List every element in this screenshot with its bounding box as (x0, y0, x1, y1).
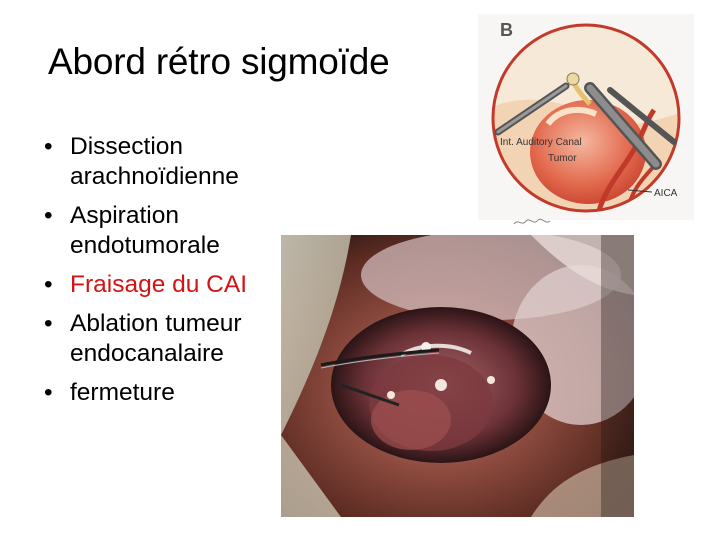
bullet-text: Fraisage du CAI (70, 271, 248, 298)
bullet-dot: • (44, 310, 53, 337)
label-tumor: Tumor (548, 153, 577, 164)
label-artery: AICA (654, 188, 678, 199)
bullet-item: • Dissection arachnoïdienne (44, 132, 284, 192)
illustration-caption-mark (512, 215, 552, 229)
bullet-item: • Aspiration endotumorale (44, 201, 284, 261)
anatomy-illustration: B Int. Auditory Canal Tumor AICA (478, 14, 694, 220)
bullet-text: Dissection arachnoïdienne (70, 133, 239, 190)
bullet-item: • fermeture (44, 378, 284, 408)
intraoperative-photo-drawing (281, 235, 634, 517)
bullet-text: Aspiration endotumorale (70, 202, 220, 259)
bullet-list: • Dissection arachnoïdienne • Aspiration e… (44, 132, 284, 417)
bullet-text: fermeture (70, 379, 175, 406)
bullet-dot: • (44, 133, 53, 160)
bullet-dot: • (44, 202, 53, 229)
bullet-item: • Ablation tumeur endocanalaire (44, 309, 284, 369)
panel-letter: B (500, 20, 513, 40)
anatomy-illustration-drawing: B Int. Auditory Canal Tumor AICA (478, 14, 694, 220)
bullet-item-highlighted: • Fraisage du CAI (44, 270, 284, 300)
slide-title: Abord rétro sigmoïde (48, 41, 390, 82)
bullet-text: Ablation tumeur endocanalaire (70, 310, 242, 367)
bullet-dot: • (44, 379, 53, 406)
intraoperative-photo (281, 235, 634, 517)
bullet-dot: • (44, 271, 53, 298)
label-canal: Int. Auditory Canal (500, 137, 582, 148)
